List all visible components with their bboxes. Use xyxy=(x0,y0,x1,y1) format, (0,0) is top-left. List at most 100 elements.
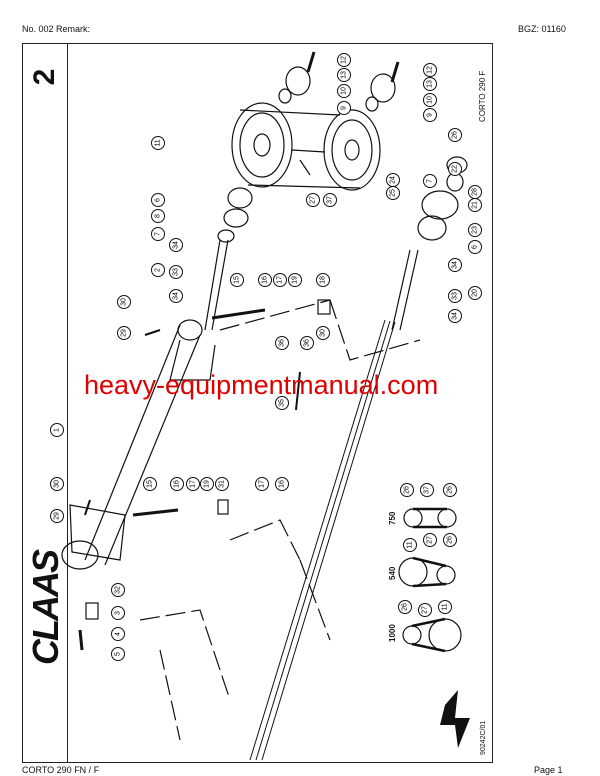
callout-number: 26 xyxy=(404,486,411,494)
callout-circle xyxy=(215,477,229,491)
callout-circle xyxy=(423,108,437,122)
callout-number: 11 xyxy=(155,139,162,146)
part-callout: 12 xyxy=(423,63,437,77)
callout-number: 16 xyxy=(262,276,269,284)
callout-circle xyxy=(230,273,244,287)
callout-number: 37 xyxy=(327,196,334,204)
callout-number: 3 xyxy=(115,611,122,615)
callout-number: 24 xyxy=(390,176,397,184)
callout-circle xyxy=(273,273,287,287)
part-callout: 25 xyxy=(386,186,400,200)
callout-number: 10 xyxy=(341,87,348,95)
callout-circle xyxy=(288,273,302,287)
callout-circle xyxy=(337,68,351,82)
callout-number: 26 xyxy=(447,486,454,494)
part-callout: 11 xyxy=(151,136,165,150)
callout-number: 19 xyxy=(292,276,299,284)
callout-number: 29 xyxy=(54,512,61,520)
callout-circle xyxy=(275,336,289,350)
ratio-part-callout: 26 xyxy=(398,600,412,614)
callout-circle xyxy=(169,238,183,252)
callout-circle xyxy=(423,533,437,547)
callout-number: 35 xyxy=(279,399,286,407)
callout-circle xyxy=(337,53,351,67)
callout-circle xyxy=(468,286,482,300)
callout-number: 17 xyxy=(277,276,284,284)
callout-circle xyxy=(306,193,320,207)
part-callout: 4 xyxy=(111,627,125,641)
part-callout: 7 xyxy=(151,227,165,241)
ratio-part-callout: 27 xyxy=(423,533,437,547)
callout-circle xyxy=(468,240,482,254)
callout-circle xyxy=(111,647,125,661)
callout-circle xyxy=(337,101,351,115)
callout-circle xyxy=(111,583,125,597)
part-callout: 30 xyxy=(50,477,64,491)
pulley-right xyxy=(323,109,381,191)
callout-number: 34 xyxy=(452,261,459,269)
part-callout: 30 xyxy=(316,326,330,340)
part-callout: 34 xyxy=(448,309,462,323)
callout-number: 23 xyxy=(472,226,479,234)
callout-number: 13 xyxy=(427,80,434,88)
bgz-code: BGZ: 01160 xyxy=(518,24,566,34)
callout-number: 12 xyxy=(427,66,434,74)
ratio-part-callout: 26 xyxy=(443,483,457,497)
callout-number: 16 xyxy=(279,480,286,488)
callout-circle xyxy=(443,483,457,497)
callout-circle xyxy=(448,309,462,323)
callout-circle xyxy=(50,477,64,491)
callout-circle xyxy=(50,423,64,437)
watermark: heavy-equipmentmanual.com xyxy=(84,370,439,400)
callout-number: 8 xyxy=(155,214,162,218)
callout-number: 18 xyxy=(320,276,327,284)
callout-circle xyxy=(398,600,412,614)
part-callout: 36 xyxy=(275,336,289,350)
part-callout: 17 xyxy=(186,477,200,491)
part-callout: 28 xyxy=(468,185,482,199)
callout-number: 34 xyxy=(452,312,459,320)
ratio-part-callout: 27 xyxy=(418,603,432,617)
callout-circle xyxy=(448,162,462,176)
speed-ratio-label: 750 xyxy=(388,511,397,525)
callout-number: 19 xyxy=(204,480,211,488)
callout-circle xyxy=(186,477,200,491)
part-callout: 17 xyxy=(255,477,269,491)
part-callout: 13 xyxy=(423,77,437,91)
callout-circle xyxy=(400,483,414,497)
callout-circle xyxy=(403,538,417,552)
callout-number: 20 xyxy=(472,289,479,297)
page-number-remark: No. 002 Remark: xyxy=(22,24,91,34)
callout-circle xyxy=(468,223,482,237)
callout-number: 15 xyxy=(234,276,241,284)
part-callout: 33 xyxy=(169,265,183,279)
callout-number: 9 xyxy=(341,106,348,110)
part-callout: 15 xyxy=(143,477,157,491)
part-callout: 21 xyxy=(468,198,482,212)
callout-number: 6 xyxy=(472,245,479,249)
callout-number: 37 xyxy=(424,486,431,494)
callout-number: 26 xyxy=(402,603,409,611)
callout-number: 9 xyxy=(427,113,434,117)
callout-number: 25 xyxy=(390,189,397,197)
part-callout: 16 xyxy=(258,273,272,287)
part-callout: 9 xyxy=(337,101,351,115)
part-callout: 34 xyxy=(448,258,462,272)
part-callout: 36 xyxy=(300,336,314,350)
callout-number: 1 xyxy=(54,428,61,432)
callout-number: 11 xyxy=(442,603,449,610)
part-callout: 29 xyxy=(117,326,131,340)
callout-number: 7 xyxy=(155,232,162,236)
callout-number: 12 xyxy=(341,56,348,64)
callout-number: 17 xyxy=(190,480,197,488)
part-callout: 6 xyxy=(468,240,482,254)
callout-number: 32 xyxy=(115,586,122,594)
part-callout: 26 xyxy=(448,128,462,142)
ratio-part-callout: 37 xyxy=(420,483,434,497)
callout-number: 29 xyxy=(121,329,128,337)
callout-number: 6 xyxy=(155,198,162,202)
part-callout: 23 xyxy=(468,223,482,237)
callout-circle xyxy=(438,600,452,614)
callout-circle xyxy=(300,336,314,350)
